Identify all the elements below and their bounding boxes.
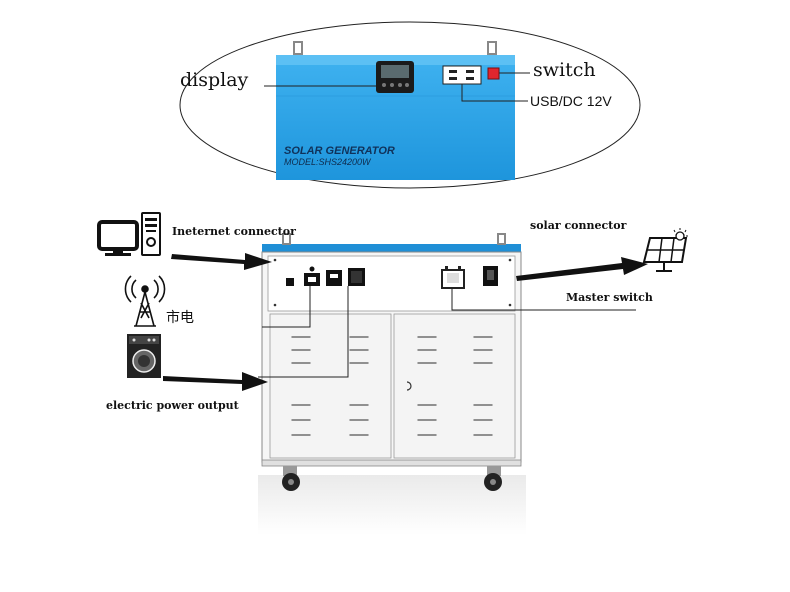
panel-leader-lines	[258, 286, 636, 378]
vents-right-bottom	[417, 404, 493, 436]
wheels	[282, 466, 502, 491]
display-unit	[376, 61, 414, 93]
vents-left-bottom	[291, 404, 369, 436]
washing-machine-icon	[127, 334, 161, 378]
switch-label: switch	[533, 59, 596, 81]
internet-connector-label: Ineternet connector	[172, 225, 296, 238]
usb-dc-label: USB/DC 12V	[530, 93, 612, 109]
vents-left-top	[291, 336, 369, 364]
top-leader-lines	[264, 72, 530, 102]
cabinet	[261, 233, 522, 491]
electric-power-output-label: electric power output	[106, 399, 240, 412]
master-switch-label: Master switch	[566, 291, 653, 304]
solar-arrow	[516, 257, 648, 281]
usb-port-panel	[442, 65, 482, 85]
internet-arrow	[171, 253, 272, 270]
power-output-arrow	[163, 372, 268, 391]
solar-panel-icon	[642, 228, 688, 272]
arrows	[163, 253, 648, 391]
floor-reflection	[258, 475, 526, 535]
mains-label: 市电	[166, 309, 194, 326]
display-label: display	[180, 69, 249, 91]
computer-icon	[97, 212, 161, 256]
model-label: MODEL:SHS24200W	[284, 157, 372, 167]
brand-label: SOLAR GENERATOR	[284, 145, 395, 157]
vents-right-top	[417, 336, 493, 364]
red-switch	[487, 67, 500, 80]
internet-port	[286, 278, 294, 286]
panel-components	[286, 266, 498, 289]
radio-tower-icon	[124, 275, 166, 327]
solar-connector-label: solar connector	[530, 219, 627, 232]
